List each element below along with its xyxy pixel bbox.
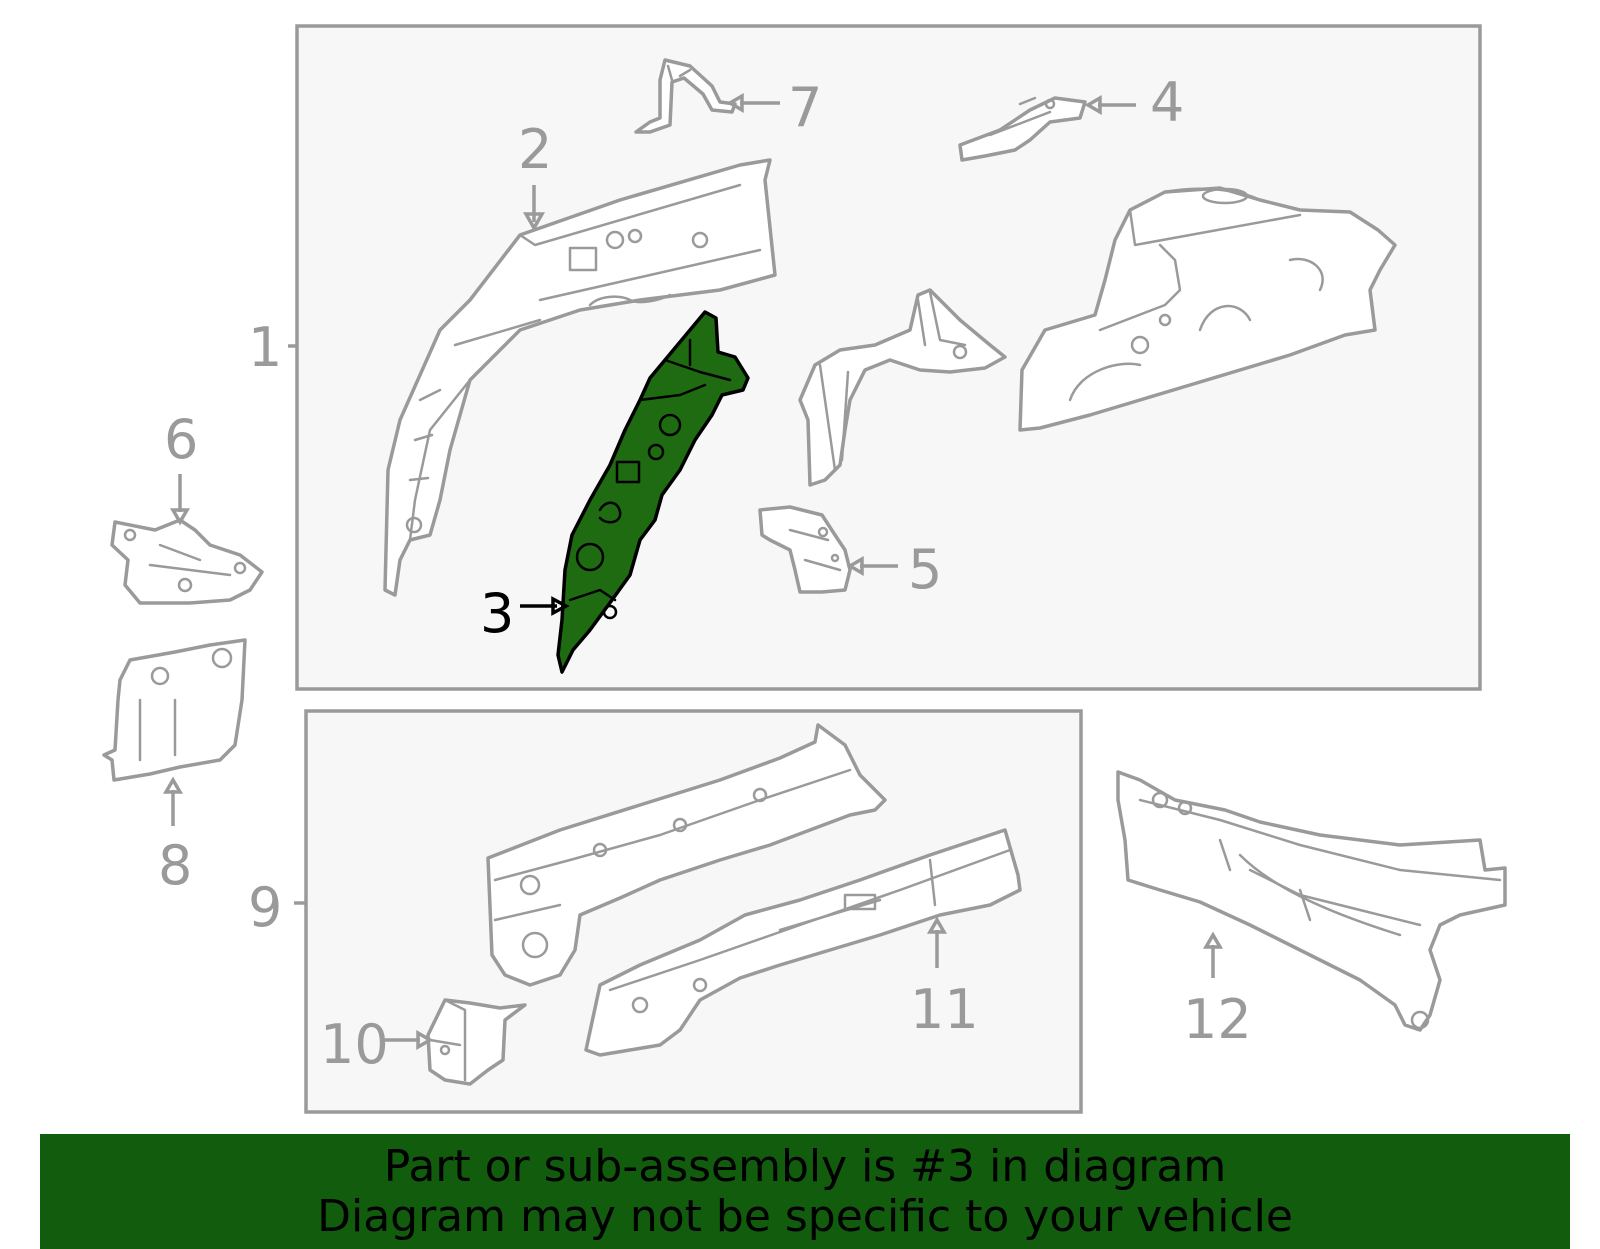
leader-8-arrow bbox=[162, 776, 184, 794]
leader-10-arrow bbox=[416, 1029, 434, 1051]
callout-12[interactable]: 12 bbox=[1183, 988, 1252, 1051]
part-7-drawing[interactable] bbox=[634, 58, 737, 134]
leader-7-arrow bbox=[726, 92, 744, 114]
callout-1[interactable]: 1 bbox=[248, 316, 282, 379]
part-11-drawing[interactable] bbox=[584, 828, 1022, 1057]
part-5-drawing[interactable] bbox=[758, 505, 852, 594]
info-banner: Part or sub-assembly is #3 in diagram Di… bbox=[40, 1134, 1570, 1249]
rear-panel-drawing[interactable] bbox=[1018, 186, 1397, 432]
leader-11-arrow bbox=[926, 916, 948, 934]
callout-8[interactable]: 8 bbox=[158, 834, 192, 897]
callout-11[interactable]: 11 bbox=[910, 978, 979, 1041]
callout-2[interactable]: 2 bbox=[518, 118, 552, 181]
part-10-drawing[interactable] bbox=[426, 998, 527, 1086]
leader-12-arrow bbox=[1202, 931, 1224, 949]
part-8-drawing[interactable] bbox=[102, 638, 247, 782]
banner-line-1: Part or sub-assembly is #3 in diagram bbox=[383, 1140, 1227, 1192]
part-12-drawing[interactable] bbox=[1116, 770, 1507, 1032]
leader-4-arrow bbox=[1084, 94, 1102, 116]
leader-3-arrow bbox=[551, 596, 570, 616]
callout-9[interactable]: 9 bbox=[248, 876, 282, 939]
callout-6[interactable]: 6 bbox=[164, 408, 198, 471]
callout-10[interactable]: 10 bbox=[320, 1013, 389, 1076]
part-4-drawing[interactable] bbox=[958, 96, 1087, 162]
leader-5-arrow bbox=[846, 555, 864, 577]
leader-2-arrow bbox=[522, 212, 546, 232]
part-9-rail-drawing[interactable] bbox=[486, 723, 887, 987]
part-3-drawing[interactable] bbox=[556, 310, 750, 674]
callout-5[interactable]: 5 bbox=[908, 538, 942, 601]
callout-4[interactable]: 4 bbox=[1150, 71, 1184, 134]
part-6-drawing[interactable] bbox=[110, 518, 264, 605]
leader-6-arrow bbox=[169, 508, 191, 526]
banner-line-2: Diagram may not be specific to your vehi… bbox=[317, 1190, 1293, 1242]
callout-7[interactable]: 7 bbox=[788, 76, 822, 139]
callout-3[interactable]: 3 bbox=[480, 582, 514, 645]
part-2-drawing[interactable] bbox=[383, 158, 777, 597]
pillar-part-drawing[interactable] bbox=[798, 288, 1007, 487]
